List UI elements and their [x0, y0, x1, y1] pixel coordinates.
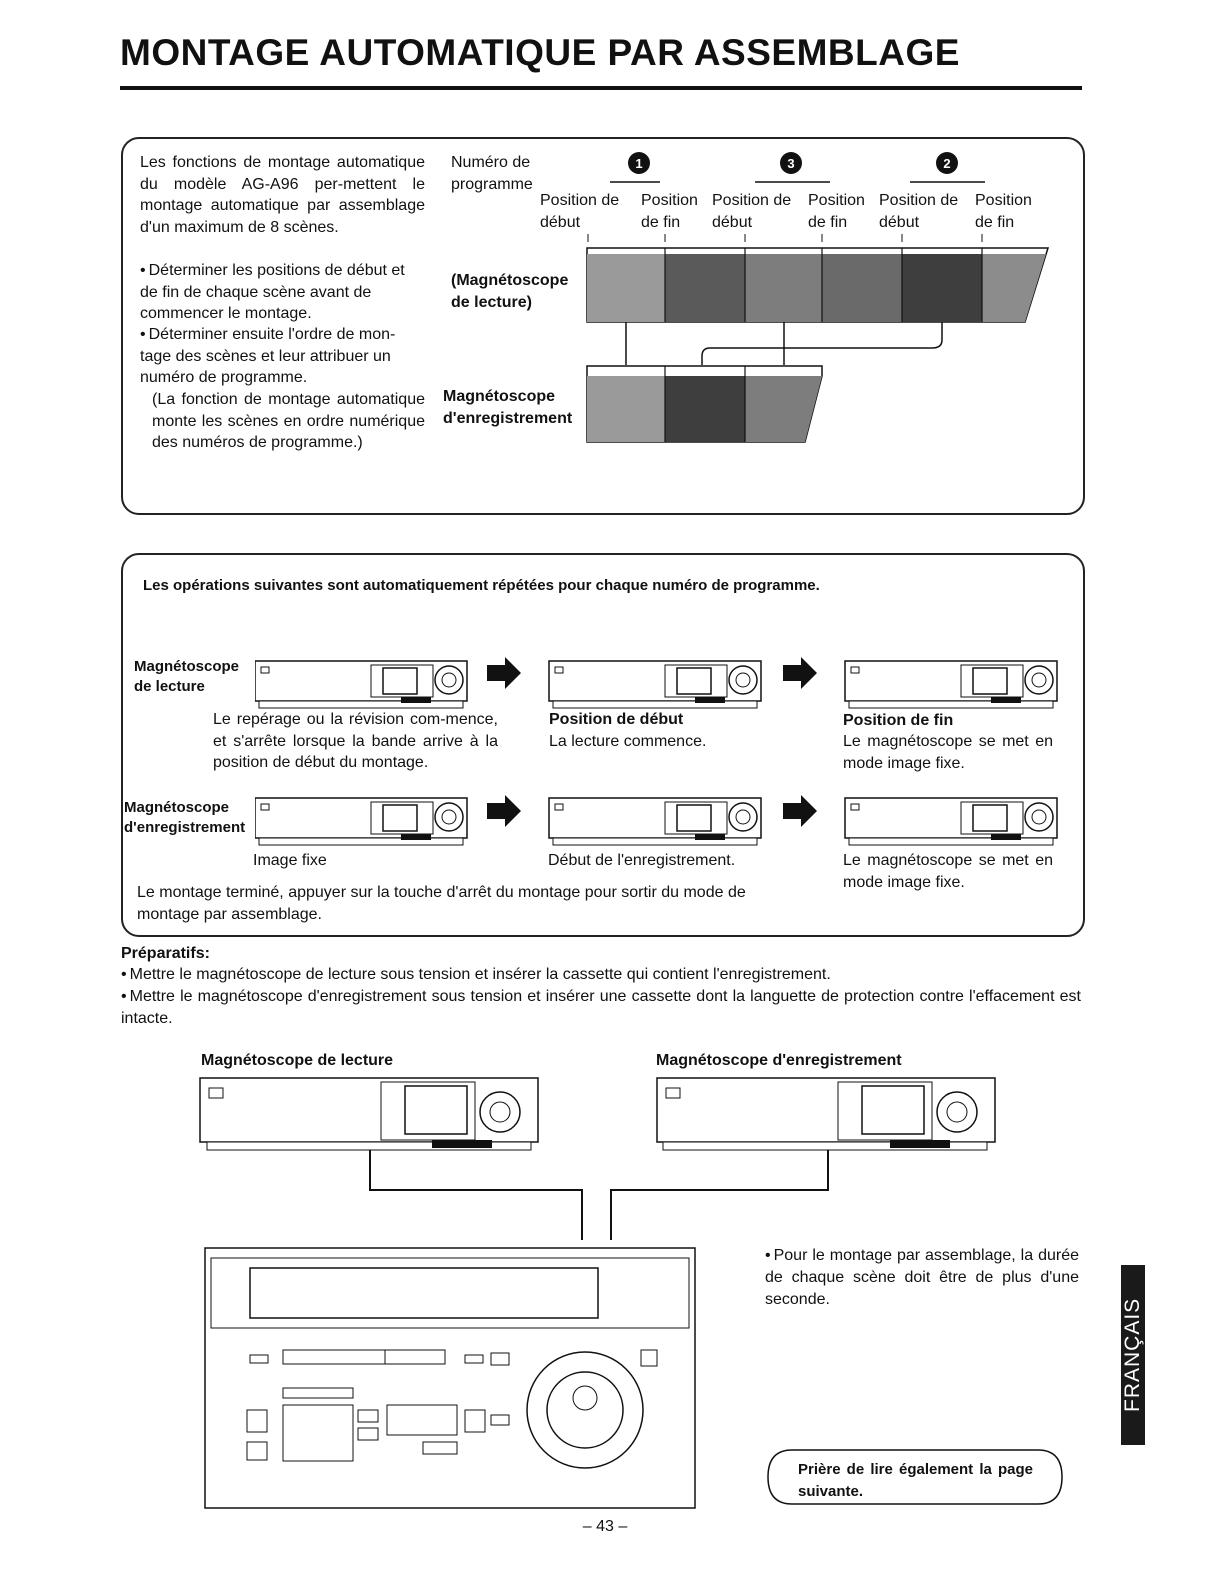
arrow-3 — [487, 795, 521, 827]
editing-controller — [204, 1247, 696, 1509]
recording-vcr — [656, 1077, 996, 1151]
playback-tape-strip — [586, 247, 1050, 323]
connection-diagram — [199, 1077, 996, 1509]
step2-title: Position de début — [549, 711, 684, 728]
preparatifs-item-1: Mettre le magnétoscope de lecture sous t… — [121, 964, 1081, 986]
playback-vcr-label: (Magnétoscope de lecture) — [451, 272, 569, 311]
intro-bullet-2: Déterminer ensuite l'ordre de mon-tage d… — [140, 324, 425, 389]
arrow-2 — [783, 657, 817, 689]
intro-bullet-1: Déterminer les positions de début et de … — [140, 260, 425, 325]
connection-note: Pour le montage par assemblage, la durée… — [765, 1245, 1079, 1311]
playback-vcr-1 — [255, 660, 468, 709]
conn-playback-label: Magnétoscope de lecture — [201, 1052, 394, 1069]
scene-assembly-diagram — [586, 181, 1050, 443]
operations-box — [121, 553, 1085, 937]
program-number-2: 2 — [936, 152, 958, 174]
end-text: Le montage terminé, appuyer sur la touch… — [137, 884, 746, 923]
recording-vcr-2 — [548, 797, 762, 846]
scene2-end-label: Position de fin — [808, 192, 865, 231]
recording-tape-strip — [586, 365, 823, 443]
playback-vcr-2 — [548, 660, 762, 709]
rec3-text: Le magnétoscope se met en mode image fix… — [843, 852, 1053, 891]
scene1-end-label: Position de fin — [641, 192, 698, 231]
recording-vcr-1 — [255, 797, 468, 846]
program-number-1: 1 — [628, 152, 650, 174]
scene3-end-label: Position de fin — [975, 192, 1032, 231]
preparatifs-item-2: Mettre le magnétoscope d'enregistrement … — [121, 986, 1081, 1029]
step1-text: Le repérage ou la révision com-mence, et… — [213, 711, 498, 771]
recording-vcr-label: Magnétoscope d'enregistrement — [443, 388, 573, 427]
rec2-text: Début de l'enregistrement. — [548, 852, 736, 869]
scene1-start-label: Position de début — [540, 192, 620, 231]
arrow-1 — [487, 657, 521, 689]
scene3-start-label: Position de début — [879, 192, 959, 231]
recording-vcr-3 — [844, 797, 1058, 846]
intro-paragraph: Les fonctions de montage automatique du … — [140, 154, 425, 236]
step3-text: Le magnétoscope se met en mode image fix… — [843, 733, 1053, 772]
ops-playback-label: Magnétoscope de lecture — [134, 658, 240, 695]
step3-title: Position de fin — [843, 712, 954, 729]
language-tab: FRANÇAIS — [1121, 1265, 1145, 1445]
page-title: MONTAGE AUTOMATIQUE PAR ASSEMBLAGE — [120, 32, 960, 73]
arrow-4 — [783, 795, 817, 827]
scene2-start-label: Position de début — [712, 192, 792, 231]
see-next-bubble — [767, 1449, 1063, 1505]
title-rule — [120, 86, 1082, 90]
operations-heading: Les opérations suivantes sont automatiqu… — [143, 577, 820, 594]
preparatifs-heading: Préparatifs: — [121, 945, 210, 962]
intro-box — [121, 137, 1085, 515]
playback-vcr — [199, 1077, 539, 1151]
ops-recording-label: Magnétoscope d'enregistrement — [124, 799, 246, 836]
page-number: – 43 – — [582, 1518, 628, 1535]
playback-vcr-3 — [844, 660, 1058, 709]
rec1-text: Image fixe — [253, 852, 327, 869]
program-number-3: 3 — [780, 152, 802, 174]
conn-recording-label: Magnétoscope d'enregistrement — [656, 1052, 902, 1069]
program-number-label: Numéro de programme — [451, 154, 533, 193]
step2-text: La lecture commence. — [549, 733, 707, 750]
intro-note: (La fonction de montage automatique mont… — [152, 391, 425, 451]
see-next-text: Prière de lire également la page suivant… — [798, 1461, 1033, 1500]
